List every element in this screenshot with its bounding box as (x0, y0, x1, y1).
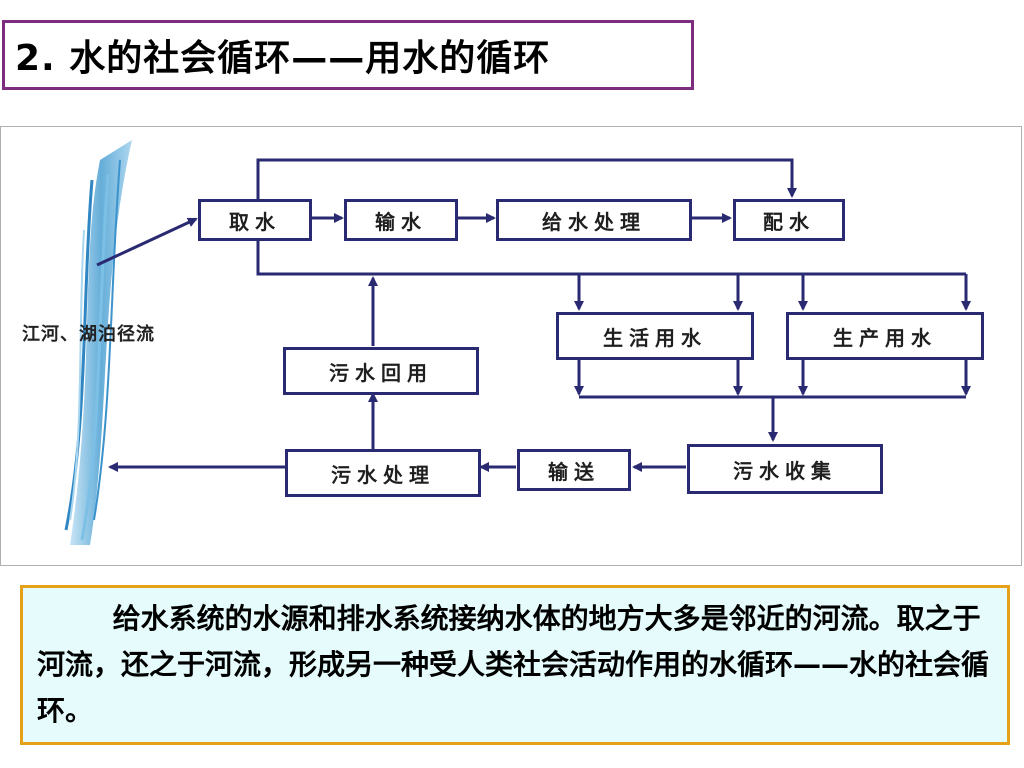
node-distribution: 配水 (733, 199, 845, 241)
node-intake: 取水 (198, 199, 312, 241)
title-box: 2. 水的社会循环——用水的循环 (2, 20, 694, 90)
node-supply-treatment: 给水处理 (496, 199, 692, 241)
node-domestic-use: 生活用水 (556, 312, 754, 360)
river-illustration (64, 140, 132, 545)
node-transport: 输水 (344, 199, 458, 241)
node-industrial-use: 生产用水 (786, 312, 984, 360)
node-sewage-reuse: 污水回用 (283, 347, 479, 395)
page-title: 2. 水的社会循环——用水的循环 (15, 38, 551, 79)
node-sewage-collection: 污水收集 (687, 444, 883, 494)
note-text: 给水系统的水源和排水系统接纳水体的地方大多是邻近的河流。取之于河流，还之于河流，… (37, 602, 990, 727)
node-sewage-treatment: 污水处理 (285, 449, 481, 497)
river-source-label: 江河、湖泊径流 (22, 324, 155, 345)
node-conveyance: 输送 (517, 449, 631, 491)
note-box: 给水系统的水源和排水系统接纳水体的地方大多是邻近的河流。取之于河流，还之于河流，… (20, 585, 1010, 745)
